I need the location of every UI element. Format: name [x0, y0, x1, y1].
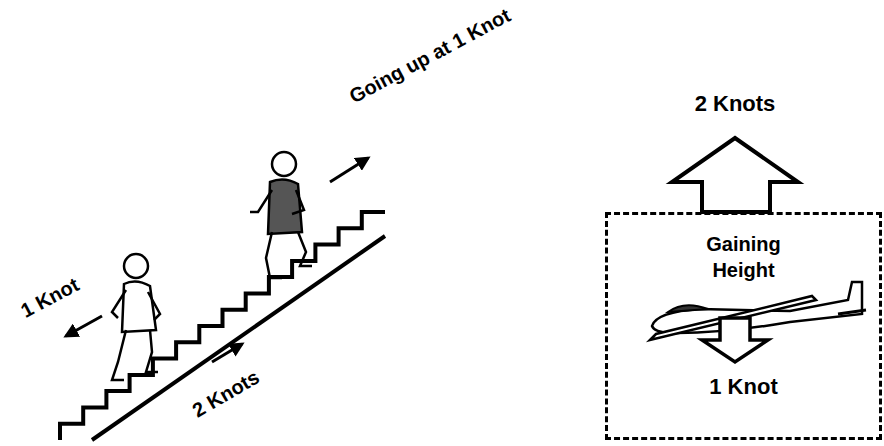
- person-going-up: [250, 152, 312, 278]
- rate-label: 1 Knot: [17, 273, 83, 323]
- hollow-up-arrow: [672, 138, 798, 212]
- motion-arrow: [212, 344, 242, 362]
- dashed-frame: Gaining Height 1 Knot: [605, 212, 882, 440]
- frame-text: 1 Knot: [679, 373, 809, 402]
- rate-label: 2 Knots: [695, 91, 776, 116]
- motion-arrow: [330, 158, 368, 182]
- hollow-down-arrow: [702, 318, 768, 362]
- rate-label: Going up at 1 Knot: [346, 4, 515, 108]
- frame-text: Gaining Height: [679, 231, 809, 283]
- motion-arrow: [66, 316, 102, 336]
- rate-label: 2 Knots: [188, 366, 263, 423]
- person-going-down: [112, 254, 160, 380]
- staircase: [60, 212, 385, 440]
- glider: [650, 282, 866, 340]
- staircase-underside: [92, 236, 385, 440]
